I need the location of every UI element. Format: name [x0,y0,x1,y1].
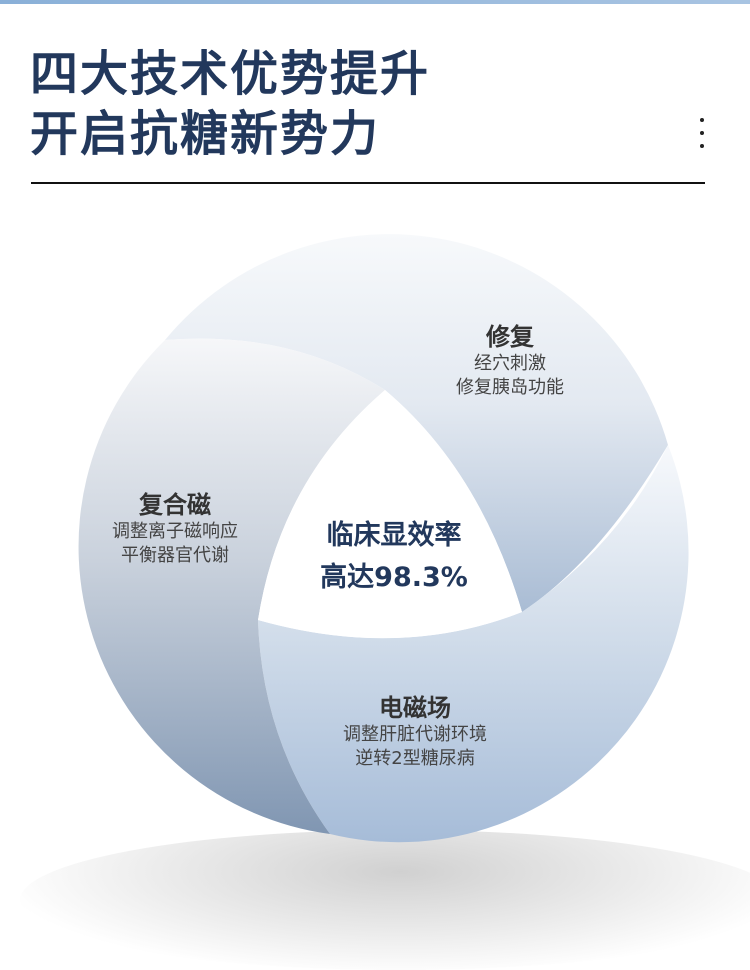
segment-desc-line: 调整离子磁响应 [112,521,238,542]
segment-title: 复合磁 [139,491,211,519]
segment-desc-line: 修复胰岛功能 [456,377,564,398]
segment-label-electromagnetic: 电磁场 调整肝脏代谢环境 逆转2型糖尿病 [315,693,515,771]
top-accent-bar [0,0,750,4]
title-line-2: 开启抗糖新势力 [30,106,381,162]
technology-circle-diagram [78,234,689,843]
segment-title: 电磁场 [379,694,451,722]
title-divider [31,182,705,184]
title-line-1: 四大技术优势提升 [30,46,431,102]
segment-electromagnetic [258,445,689,843]
menu-dot [700,144,704,148]
segment-desc-line: 平衡器官代谢 [121,545,229,566]
segment-label-repair: 修复 经穴刺激 修复胰岛功能 [420,322,600,400]
center-line-2: 高达98.3% [320,562,468,593]
more-vertical-icon[interactable] [694,118,710,148]
center-efficacy-text: 临床显效率 高达98.3% [294,515,494,599]
center-line-1: 临床显效率 [326,520,462,551]
segment-desc-line: 逆转2型糖尿病 [355,748,475,769]
segment-repair [165,234,668,612]
menu-dot [700,131,704,135]
segment-compound-magnetic [78,338,385,834]
segment-title: 修复 [486,323,534,351]
segment-desc-line: 经穴刺激 [474,353,546,374]
page-title: 四大技术优势提升 开启抗糖新势力 [30,44,430,164]
center-region [258,390,522,639]
segment-label-compound-magnetic: 复合磁 调整离子磁响应 平衡器官代谢 [85,490,265,568]
segment-desc-line: 调整肝脏代谢环境 [343,724,487,745]
menu-dot [700,118,704,122]
